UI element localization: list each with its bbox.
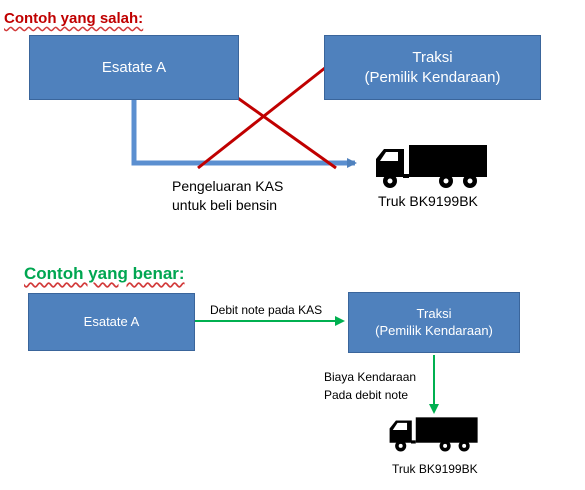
vehicle-cost-label-line-2: Pada debit note bbox=[324, 388, 409, 402]
estate-a-box-label: Esatate A bbox=[83, 313, 140, 329]
cash-expense-label-line-2: untuk beli bensin bbox=[172, 197, 278, 213]
cross-mark-stroke-2 bbox=[197, 62, 331, 170]
truck-icon bbox=[389, 417, 478, 452]
right-example-heading: Contoh yang benar: bbox=[24, 264, 185, 283]
traksi-box-subtitle: (Pemilik Kendaraan) bbox=[364, 68, 501, 86]
traksi-box-right: Traksi (Pemilik Kendaraan) bbox=[348, 292, 520, 353]
traksi-box-title: Traksi bbox=[416, 305, 452, 321]
wrong-flow-arrow bbox=[131, 100, 357, 168]
wrong-example-heading: Contoh yang salah: bbox=[4, 10, 144, 27]
traksi-box-subtitle: (Pemilik Kendaraan) bbox=[375, 322, 493, 338]
estate-a-box-wrong: Esatate A bbox=[29, 35, 239, 100]
traksi-box-wrong: Traksi (Pemilik Kendaraan) bbox=[324, 35, 541, 100]
estate-a-box-label: Esatate A bbox=[101, 58, 167, 76]
traksi-box-title: Traksi bbox=[412, 49, 453, 66]
truck-plate-label-wrong: Truk BK9199BK bbox=[378, 193, 478, 209]
truck-plate-label-right: Truk BK9199BK bbox=[392, 462, 478, 476]
truck-icon bbox=[376, 145, 487, 188]
debit-note-label: Debit note pada KAS bbox=[210, 303, 323, 317]
vehicle-cost-label-line-1: Biaya Kendaraan bbox=[324, 370, 417, 384]
estate-a-box-right: Esatate A bbox=[28, 293, 195, 351]
cash-expense-label-line-1: Pengeluaran KAS bbox=[172, 178, 284, 194]
